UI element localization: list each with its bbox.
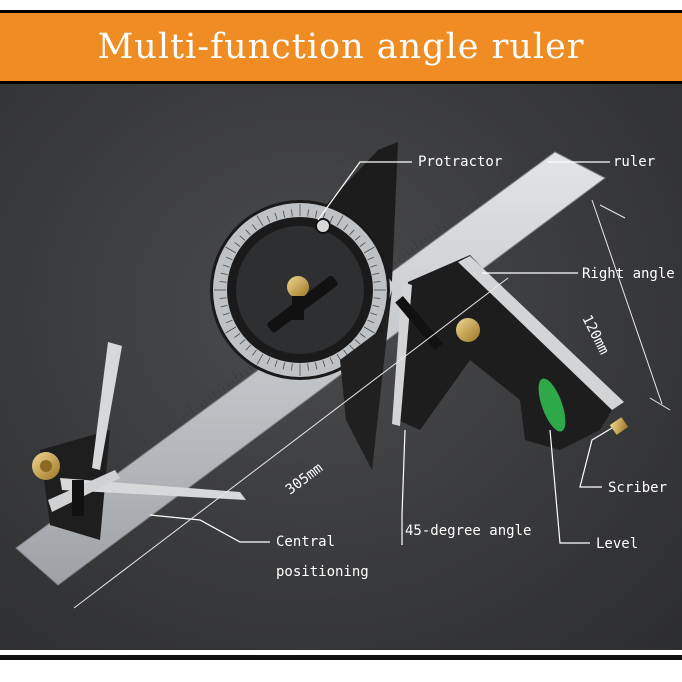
bottom-border — [0, 655, 682, 660]
protractor-leader — [317, 161, 412, 221]
angle-45-leader — [401, 429, 406, 545]
leader-lines — [149, 161, 613, 545]
label-central: Central — [276, 534, 335, 550]
square-head — [392, 255, 629, 450]
label-scriber: Scriber — [608, 480, 667, 496]
centre-head — [32, 342, 246, 540]
label-positioning: positioning — [276, 564, 369, 580]
scriber-leader — [579, 427, 613, 488]
label-45-degree: 45-degree angle — [405, 523, 531, 539]
label-ruler: ruler — [613, 154, 655, 170]
dimension-lines — [73, 199, 671, 609]
banner-title: Multi-function angle ruler — [97, 27, 585, 67]
dim-305-line — [73, 277, 509, 609]
label-level: Level — [596, 536, 638, 552]
central-leader — [149, 514, 270, 543]
label-right-angle: Right angle — [582, 266, 675, 282]
label-protractor: Protractor — [418, 154, 502, 170]
dim-120-line — [591, 199, 663, 405]
scriber-tip — [609, 417, 629, 435]
level-vial — [538, 378, 566, 432]
label-120mm: 120mm — [578, 313, 611, 358]
protractor-head — [210, 142, 398, 470]
level-leader — [549, 429, 590, 544]
title-banner: Multi-function angle ruler — [0, 10, 682, 84]
protractor-scale — [214, 204, 386, 376]
label-305mm: 305mm — [283, 460, 326, 498]
